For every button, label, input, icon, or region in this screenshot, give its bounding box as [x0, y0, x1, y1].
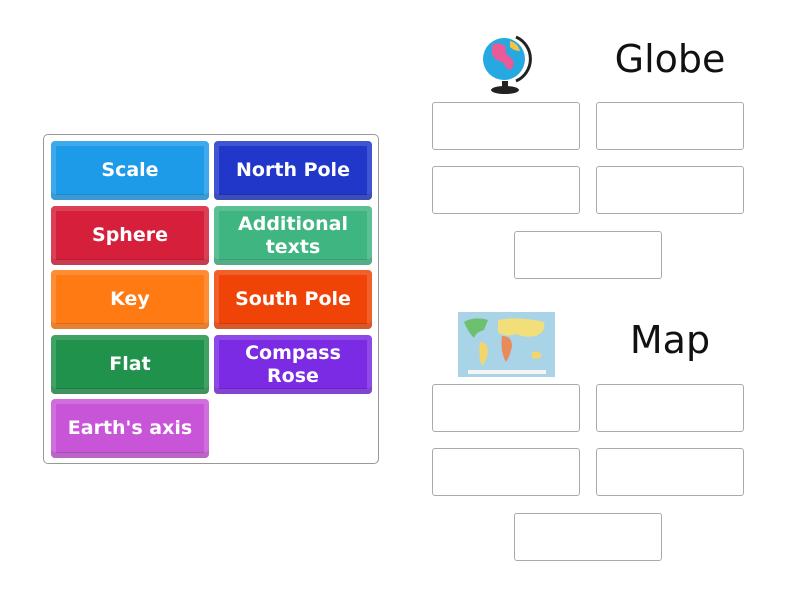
drop-slot-map[interactable] — [432, 448, 580, 496]
tile-north-pole[interactable]: North Pole — [214, 141, 372, 200]
drop-slot-map[interactable] — [596, 384, 744, 432]
tile-label: Compass Rose — [245, 341, 341, 387]
tile-compass-rose[interactable]: Compass Rose — [214, 335, 372, 394]
map-image — [458, 312, 555, 377]
drop-slot-globe[interactable] — [432, 102, 580, 150]
group-title-map: Map — [629, 318, 711, 362]
tile-label: Additional texts — [238, 212, 348, 258]
tile-label: Scale — [101, 159, 159, 181]
tile-earth-s-axis[interactable]: Earth's axis — [51, 399, 209, 458]
tile-south-pole[interactable]: South Pole — [214, 270, 372, 329]
globe-image — [482, 31, 532, 95]
drop-slot-globe[interactable] — [596, 102, 744, 150]
tile-tray — [43, 134, 379, 464]
world-map-icon — [464, 318, 546, 374]
group-title-globe: Globe — [614, 37, 726, 81]
tile-flat[interactable]: Flat — [51, 335, 209, 394]
tile-label: Key — [110, 288, 150, 310]
tile-label: Sphere — [92, 224, 168, 246]
tile-sphere[interactable]: Sphere — [51, 206, 209, 265]
tile-scale[interactable]: Scale — [51, 141, 209, 200]
tile-label: Earth's axis — [67, 417, 193, 439]
tile-additional-texts[interactable]: Additional texts — [214, 206, 372, 265]
globe-icon — [483, 35, 532, 94]
tile-label: Flat — [109, 353, 151, 375]
drop-slot-globe[interactable] — [432, 166, 580, 214]
drop-slot-map[interactable] — [432, 384, 580, 432]
tile-label: North Pole — [236, 159, 350, 181]
drop-slot-globe[interactable] — [514, 231, 662, 279]
drop-slot-globe[interactable] — [596, 166, 744, 214]
tile-label: South Pole — [235, 288, 351, 310]
drop-slot-map[interactable] — [596, 448, 744, 496]
tile-key[interactable]: Key — [51, 270, 209, 329]
drop-slot-map[interactable] — [514, 513, 662, 561]
